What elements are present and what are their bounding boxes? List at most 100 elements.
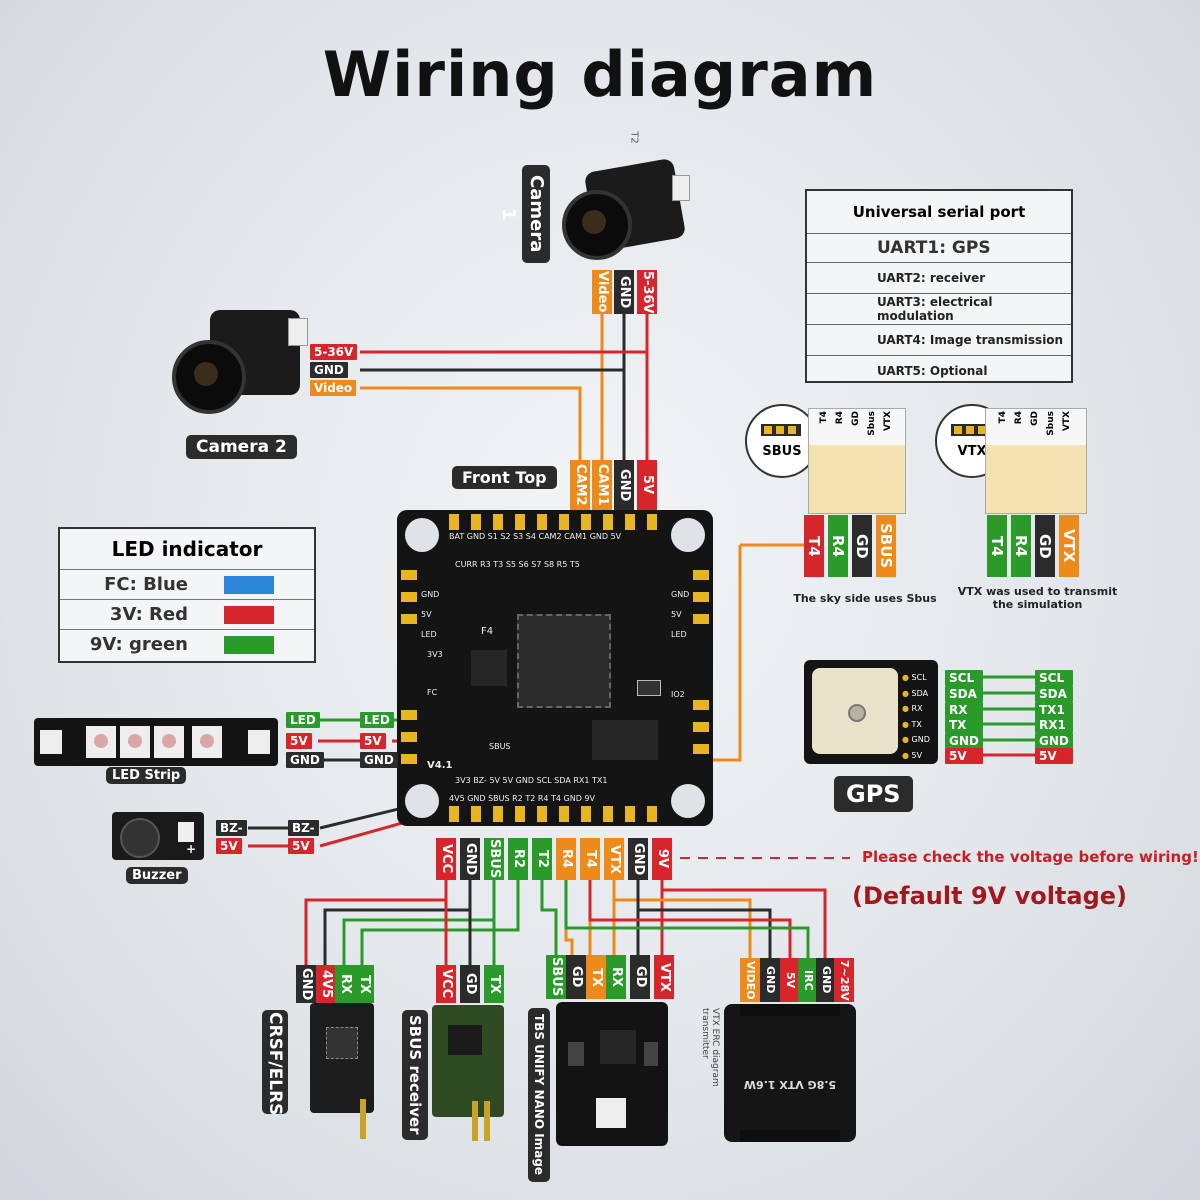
page-title: Wiring diagram [322, 38, 878, 111]
fc-bottom-row2-labels: 4V5 GND SBUS R2 T2 R4 T4 GND 9V [449, 794, 595, 803]
sbus-rx-wire: GD [460, 965, 480, 1003]
led-row-fc: FC: Blue [60, 569, 314, 599]
vtx-module-wire: GND [816, 958, 836, 1002]
fc-left-label: GND [421, 590, 440, 599]
tbs-wire: TX [586, 955, 606, 999]
gps-antenna [812, 668, 898, 754]
sbus-wire-sbus: SBUS [876, 515, 896, 577]
gps-module: ● SCL ● SDA ● RX ● TX ● GND ● 5V [804, 660, 938, 764]
mount-hole [671, 518, 705, 552]
fc-bottom-wire: R2 [508, 838, 528, 880]
fc-side-mark: SBUS [489, 742, 511, 751]
sbus-wire-r4: R4 [828, 515, 848, 577]
uart-row: UART4: Image transmission [807, 324, 1071, 355]
led-strip [34, 718, 278, 766]
tbs-wire: VTX [654, 955, 674, 999]
fc-bottom-wire: SBUS [484, 838, 504, 880]
gps-wire-left: GND [945, 733, 983, 749]
fc-side-mark: 3V3 [427, 650, 443, 659]
gps-wire-left: TX [945, 717, 983, 733]
led-indicator-box: LED indicator FC: Blue 3V: Red 9V: green [58, 527, 316, 663]
crsf-wire: 4V5 [316, 965, 336, 1003]
fc-left-label: 5V [421, 610, 432, 619]
led-strip-label: LED Strip [106, 767, 187, 784]
gps-wire-right: 5V [1035, 748, 1073, 764]
default-voltage-text: (Default 9V voltage) [852, 882, 1128, 910]
buzzer-plus: + [186, 842, 197, 856]
gps-wire-left: 5V [945, 748, 983, 764]
vtx-module-text: 5.8G VTX 1.6W [743, 1078, 837, 1091]
fc-right-label: 5V [671, 610, 682, 619]
wire-cam2-video [360, 386, 582, 470]
sbus-connector-body: T4 R4 GD Sbus VTX [808, 408, 906, 514]
vtx-module-board: 5.8G VTX 1.6W [724, 1004, 856, 1142]
warning-text: Please check the voltage before wiring! [862, 848, 1199, 866]
tbs-wire: GD [566, 955, 586, 999]
camera1-wire-video: Video [592, 270, 612, 314]
camera1-image: T2 [560, 131, 690, 260]
fc-bottom-wire: R4 [556, 838, 576, 880]
vtx-module-wire: 5V [780, 958, 800, 1002]
gps-wire-left: SCL [945, 670, 983, 686]
camera1-top-mark: T2 [628, 131, 640, 144]
buzzer-fc-wire: BZ- [288, 820, 319, 836]
sbus-wire-t4: T4 [804, 515, 824, 577]
mount-hole [671, 784, 705, 818]
fc-wire-5v: 5V [637, 460, 657, 510]
crsf-wire: RX [335, 965, 355, 1003]
buzzer-wire: BZ- [216, 820, 247, 836]
led-strip-wire: 5V [286, 733, 312, 749]
vtx-module-wire: 7~28V [834, 958, 854, 1002]
gps-wire-right: SCL [1035, 670, 1073, 686]
vtx-wire-r4: R4 [1011, 515, 1031, 577]
sbus-rx-wire: VCC [436, 965, 456, 1003]
uart-main: UART1: GPS [807, 233, 1071, 262]
vtx-module-wire: IRC [798, 958, 818, 1002]
crsf-label: CRSF/ELRS [262, 1010, 288, 1115]
led-swatch-blue [224, 575, 274, 594]
boot-button[interactable] [637, 680, 661, 696]
buzzer-module: + [112, 812, 204, 860]
flight-controller-board: BAT GND S1 S2 S3 S4 CAM2 CAM1 GND 5V CUR… [397, 510, 713, 826]
sbus-badge-text: SBUS [762, 444, 802, 459]
led-strip-fc-wire: LED [360, 712, 394, 728]
fc-wire-cam2: CAM2 [570, 460, 590, 510]
camera2-image [170, 300, 310, 425]
sbus-note: The sky side uses Sbus [793, 592, 937, 605]
vtx-badge-text: VTX [957, 444, 987, 459]
fc-wire-cam1: CAM1 [592, 460, 612, 510]
buzzer-wire: 5V [216, 838, 242, 854]
vtx-connector-body: T4 R4 GD Sbus VTX [985, 408, 1087, 514]
led-strip-fc-wire: 5V [360, 733, 386, 749]
fc-bottom-wire: VCC [436, 838, 456, 880]
tbs-label: TBS UNIFY NANO Image [528, 1008, 550, 1182]
uart-header: Universal serial port [852, 203, 1026, 221]
fc-bottom-row1-labels: 3V3 BZ- 5V 5V GND SCL SDA RX1 TX1 [455, 776, 608, 785]
vtx-connector-pins: T4 R4 GD Sbus VTX [986, 409, 1086, 445]
sbus-receiver-label: SBUS receiver [402, 1010, 428, 1140]
gps-wire-right: SDA [1035, 686, 1073, 702]
mount-hole [405, 784, 439, 818]
vtx-wire-vtx: VTX [1059, 515, 1079, 577]
tbs-wire: SBUS [546, 955, 566, 999]
fc-bottom-wire: GND [460, 838, 480, 880]
tbs-vtx-board [556, 1002, 668, 1146]
gps-label: GPS [834, 776, 913, 812]
fc-bottom-wire: T2 [532, 838, 552, 880]
fc-bottom-wire: GND [628, 838, 648, 880]
camera1-label: Camera 1 [498, 165, 550, 263]
tbs-wire: RX [606, 955, 626, 999]
buzzer-fc-wire: 5V [288, 838, 314, 854]
led-strip-fc-wire: GND [360, 752, 398, 768]
tbs-wire: GD [630, 955, 650, 999]
led-indicator-title: LED indicator [111, 537, 263, 561]
camera1-wire-gnd: GND [614, 270, 634, 314]
sbus-connector-pins: T4 R4 GD Sbus VTX [809, 409, 905, 445]
gyro-chip [592, 720, 658, 760]
uart-row: UART2: receiver [807, 262, 1071, 293]
fc-top-row2-labels: CURR R3 T3 S5 S6 S7 S8 R5 T5 [455, 560, 580, 569]
fc-right-label: LED [671, 630, 687, 639]
mcu-chip [517, 614, 611, 708]
sbus-wire-gd: GD [852, 515, 872, 577]
